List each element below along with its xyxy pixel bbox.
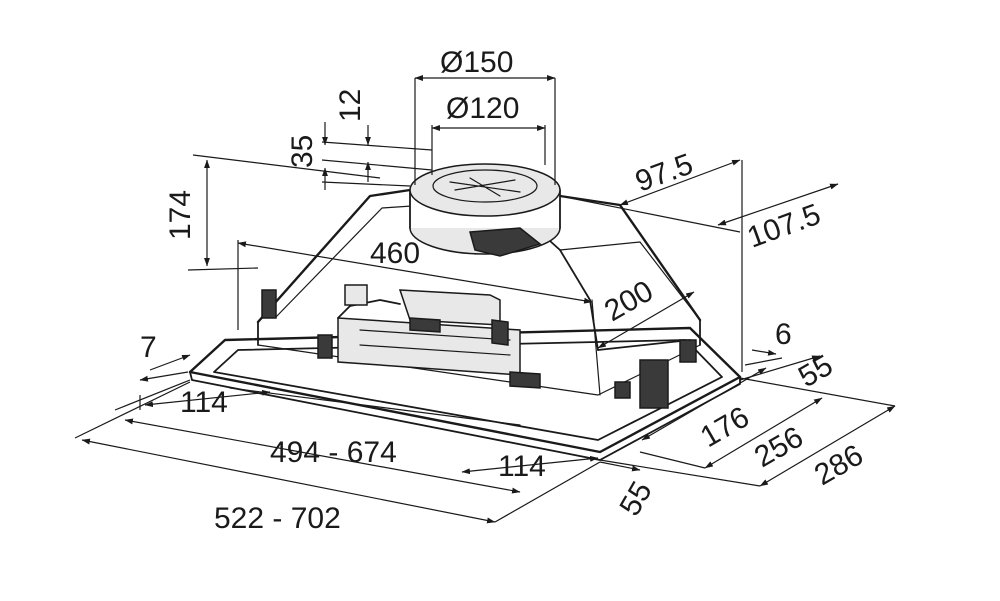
dim-label-d460: 460 xyxy=(370,237,420,270)
dim-label-d114-left: 114 xyxy=(180,386,228,419)
motor-block xyxy=(337,284,521,376)
dim-label-d522-702: 522 - 702 xyxy=(214,502,341,535)
dimension-lines xyxy=(74,75,896,524)
dimension-labels: Ø150 Ø120 12 35 174 97.5 107.5 460 200 7… xyxy=(140,46,869,535)
exhaust-collar xyxy=(409,163,561,257)
dim-label-d120: Ø120 xyxy=(446,92,519,125)
dim-label-d174: 174 xyxy=(164,190,197,240)
dim-label-d150: Ø150 xyxy=(440,46,513,79)
dim-label-d114-bottom: 114 xyxy=(498,450,546,483)
dim-label-d200: 200 xyxy=(599,274,659,328)
dim-label-d107-5: 107.5 xyxy=(743,198,825,255)
dim-label-d35: 35 xyxy=(286,135,319,168)
dim-label-d55-top: 55 xyxy=(793,349,838,394)
dim-label-d6: 6 xyxy=(775,318,792,351)
dim-label-d55-bottom: 55 xyxy=(613,476,658,521)
dim-label-d7: 7 xyxy=(140,331,157,364)
dim-label-d12: 12 xyxy=(334,89,367,122)
dim-label-d176: 176 xyxy=(695,400,755,454)
dim-label-d286: 286 xyxy=(809,438,869,492)
dim-label-d256: 256 xyxy=(749,420,809,474)
dim-label-d494-674: 494 - 674 xyxy=(270,436,397,469)
dim-label-d97-5: 97.5 xyxy=(631,148,697,199)
